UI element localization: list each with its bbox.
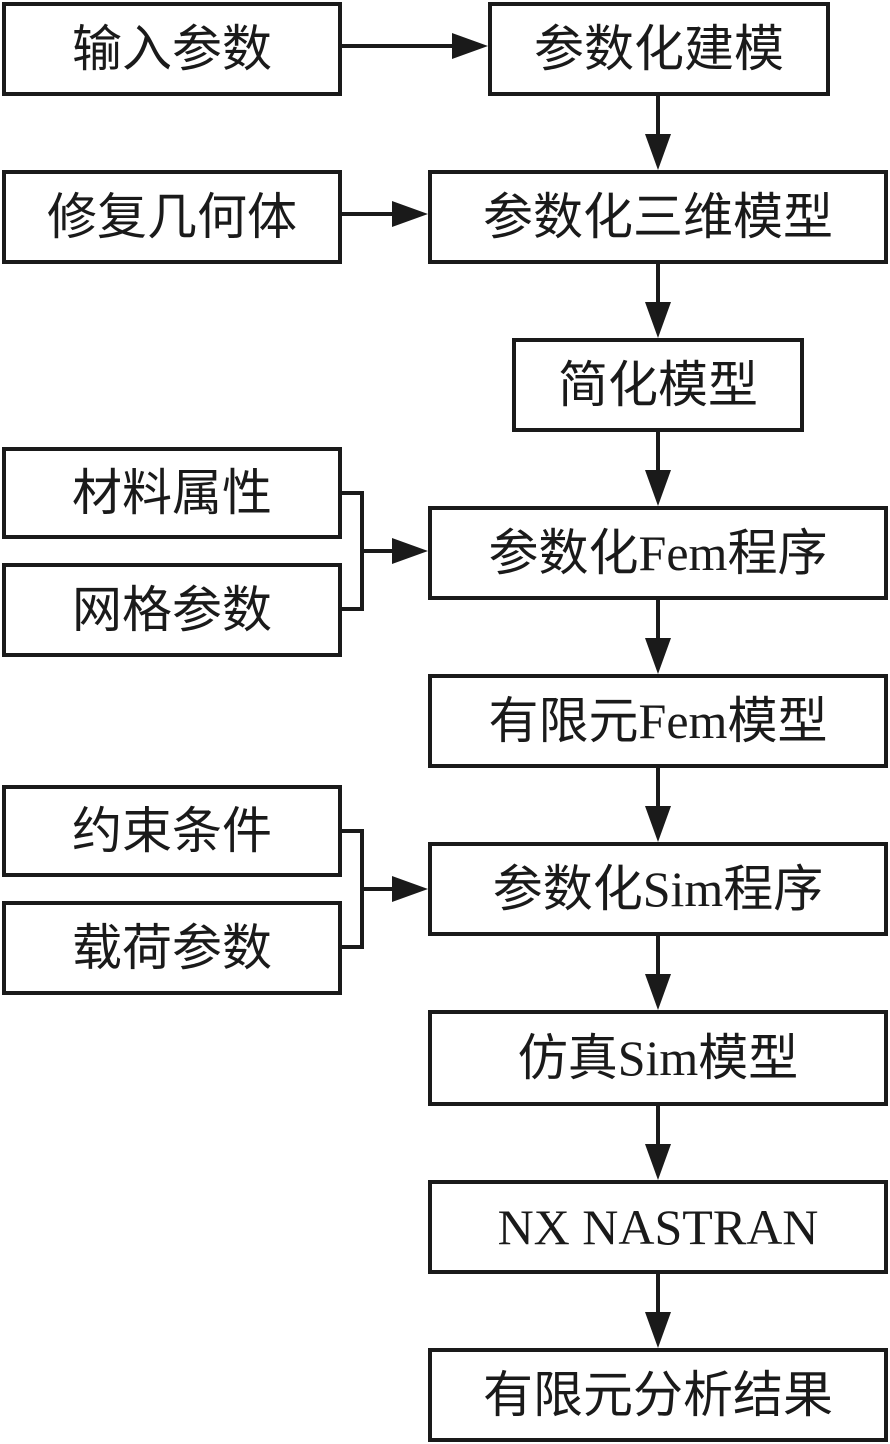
- arrowhead-v1: [645, 134, 671, 170]
- arrowhead-bracket2: [392, 876, 428, 902]
- parametric-sim-program-box: 参数化Sim程序: [428, 842, 888, 936]
- repair-geometry-label: 修复几何体: [47, 188, 297, 246]
- parametric-fem-program-label: 参数化Fem程序: [488, 525, 828, 581]
- constraints-box: 约束条件: [2, 785, 342, 877]
- parametric-3d-model-label: 参数化三维模型: [483, 188, 833, 246]
- arrowhead-bracket1: [392, 538, 428, 564]
- sim-model-label: 仿真Sim模型: [517, 1030, 799, 1086]
- arrowhead-v8: [645, 1312, 671, 1348]
- parametric-sim-program-label: 参数化Sim程序: [492, 861, 824, 917]
- mesh-params-box: 网格参数: [2, 563, 342, 657]
- parametric-fem-program-box: 参数化Fem程序: [428, 506, 888, 600]
- arrowhead-input-to-modeling: [452, 33, 488, 59]
- nx-nastran-box: NX NASTRAN: [428, 1180, 888, 1274]
- sim-model-box: 仿真Sim模型: [428, 1010, 888, 1106]
- arrowhead-v5: [645, 806, 671, 842]
- repair-geometry-box: 修复几何体: [2, 170, 342, 264]
- arrowhead-v6: [645, 974, 671, 1010]
- nx-nastran-label: NX NASTRAN: [497, 1199, 819, 1255]
- load-params-box: 载荷参数: [2, 901, 342, 995]
- input-params-label: 输入参数: [72, 20, 272, 78]
- material-props-label: 材料属性: [72, 464, 272, 522]
- parametric-modeling-box: 参数化建模: [488, 2, 830, 96]
- arrowhead-v2: [645, 302, 671, 338]
- constraints-label: 约束条件: [72, 802, 272, 860]
- arrowhead-v3: [645, 470, 671, 506]
- fem-model-box: 有限元Fem模型: [428, 674, 888, 768]
- arrowhead-v7: [645, 1144, 671, 1180]
- arrowhead-v4: [645, 638, 671, 674]
- simplified-model-box: 简化模型: [512, 338, 804, 432]
- fem-model-label: 有限元Fem模型: [488, 693, 828, 749]
- fea-results-box: 有限元分析结果: [428, 1348, 888, 1442]
- simplified-model-label: 简化模型: [558, 356, 758, 414]
- fea-results-label: 有限元分析结果: [483, 1366, 833, 1424]
- parametric-modeling-label: 参数化建模: [534, 20, 784, 78]
- arrowhead-repair-to-3d: [392, 201, 428, 227]
- bracket-material-mesh: [342, 491, 364, 611]
- material-props-box: 材料属性: [2, 447, 342, 539]
- input-params-box: 输入参数: [2, 2, 342, 96]
- load-params-label: 载荷参数: [72, 919, 272, 977]
- parametric-3d-model-box: 参数化三维模型: [428, 170, 888, 264]
- bracket-constraints-loads: [342, 829, 364, 949]
- mesh-params-label: 网格参数: [72, 581, 272, 639]
